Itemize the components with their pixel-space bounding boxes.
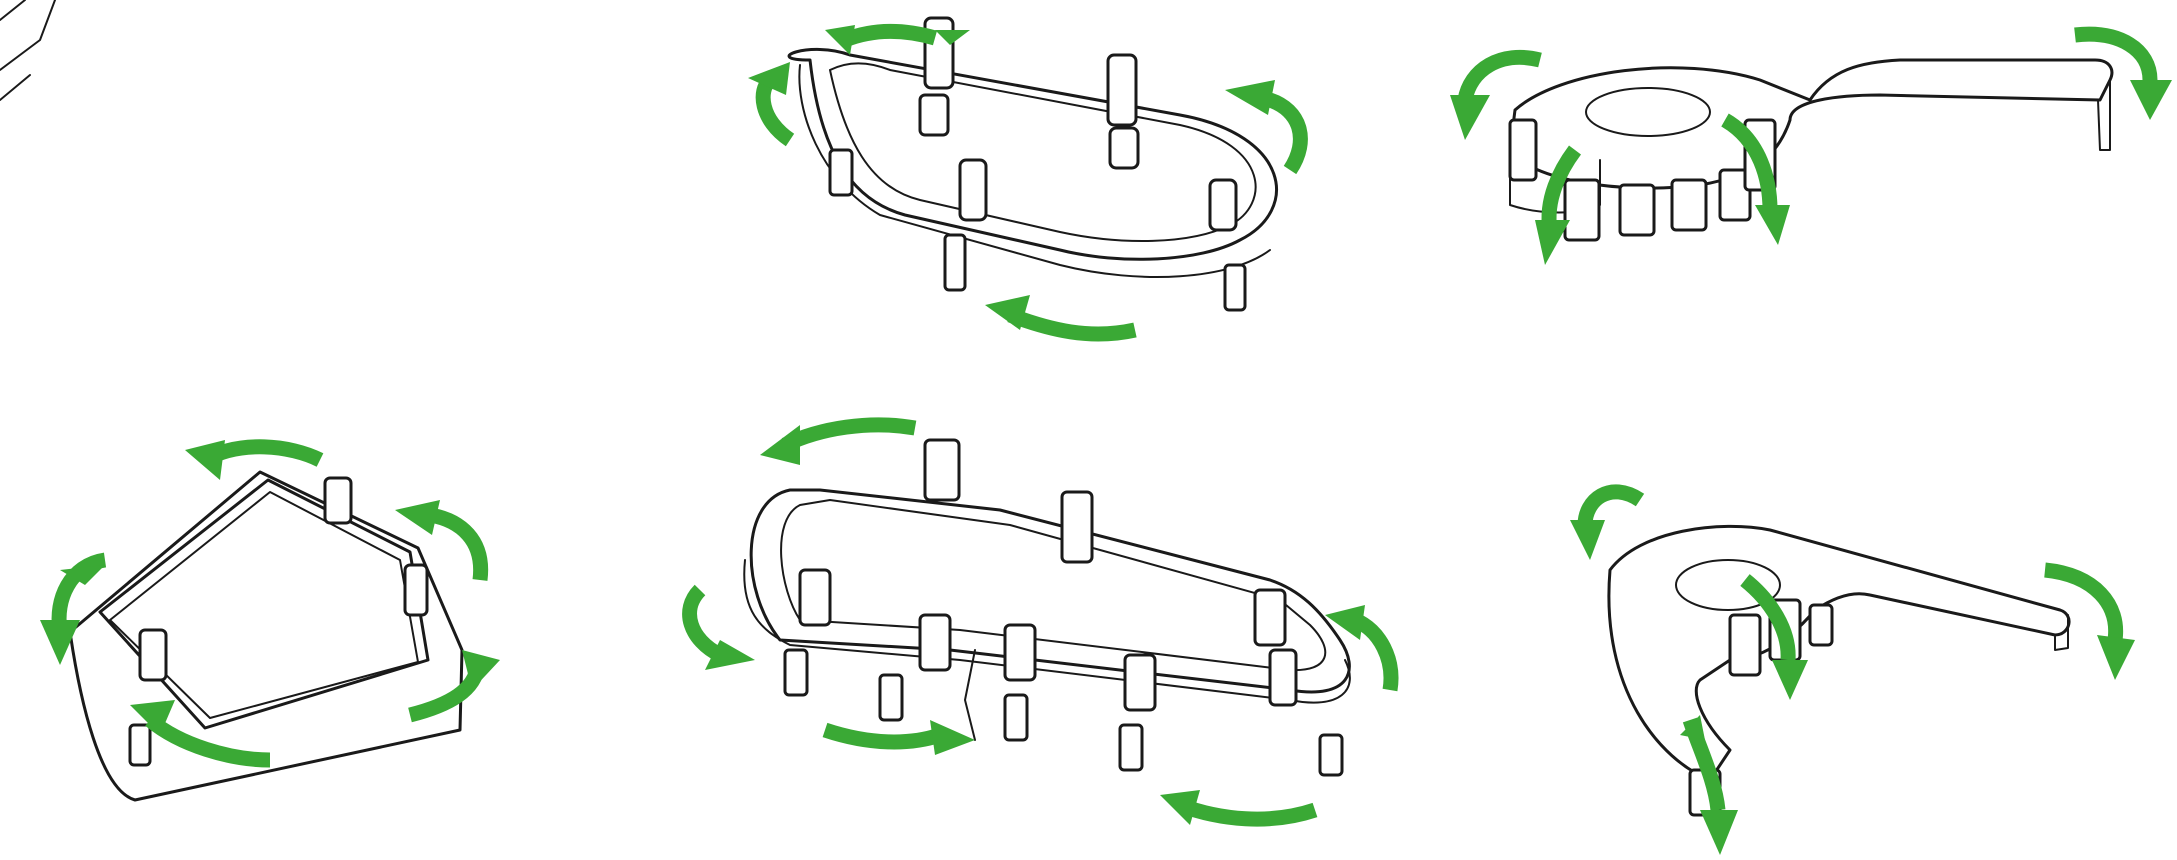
curved-arrow-icon <box>985 295 1135 334</box>
long-oval-frame <box>744 440 1350 775</box>
curved-arrow-icon <box>825 720 975 755</box>
curved-arrow-icon <box>748 62 790 140</box>
corner-fragment <box>0 0 55 100</box>
curved-arrow-icon <box>690 590 755 670</box>
curved-arrow-icon <box>825 25 935 55</box>
keyhole-bracket-top <box>1510 60 2112 240</box>
curved-arrow-icon <box>1570 492 1640 560</box>
curved-arrow-icon <box>185 440 320 480</box>
curved-arrow-icon <box>1160 790 1315 825</box>
pentagon-frame <box>70 472 462 800</box>
curved-arrow-icon <box>760 425 915 465</box>
oval-frame-top <box>789 18 1276 310</box>
keyhole-bracket-bottom <box>1609 526 2069 815</box>
